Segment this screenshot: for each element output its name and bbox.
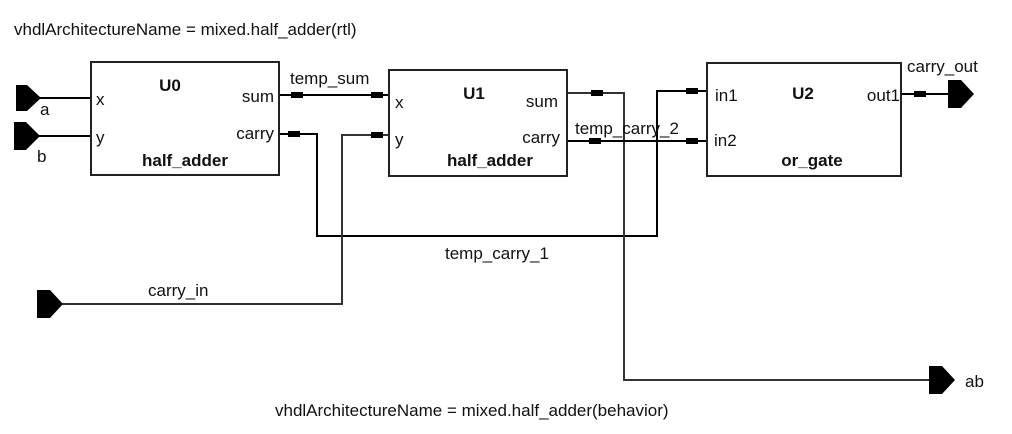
instance-u2-box[interactable] bbox=[706, 62, 902, 177]
pin-marker bbox=[686, 88, 698, 94]
architecture-label-top: vhdlArchitectureName = mixed.half_adder(… bbox=[14, 20, 357, 39]
instance-u0-pin-x: x bbox=[96, 90, 105, 109]
port-carry-out[interactable]: carry_out bbox=[907, 57, 978, 108]
signal-label-temp-carry-2: temp_carry_2 bbox=[575, 119, 679, 138]
instance-u2-type: or_gate bbox=[781, 151, 842, 170]
port-a[interactable]: a bbox=[16, 85, 50, 119]
wire-temp-carry-1[interactable] bbox=[279, 90, 707, 237]
instance-u0-pin-y: y bbox=[96, 128, 105, 147]
output-port-icon bbox=[948, 80, 974, 108]
instance-u0-type: half_adder bbox=[142, 151, 228, 170]
instance-u0-pin-sum: sum bbox=[242, 87, 274, 106]
pin-marker bbox=[914, 91, 926, 97]
signal-label-temp-sum: temp_sum bbox=[290, 69, 369, 88]
instance-u1-pin-x: x bbox=[395, 93, 404, 112]
pin-marker bbox=[686, 138, 698, 144]
instance-u1-pin-carry: carry bbox=[522, 128, 560, 147]
wire-carry-in[interactable] bbox=[60, 134, 389, 305]
instance-u1-pin-sum: sum bbox=[526, 92, 558, 111]
instance-u2-pin-out1: out1 bbox=[867, 86, 900, 105]
port-ab[interactable]: ab bbox=[929, 366, 984, 394]
signal-label-temp-carry-1: temp_carry_1 bbox=[445, 244, 549, 263]
pin-marker bbox=[291, 92, 303, 98]
architecture-label-bottom: vhdlArchitectureName = mixed.half_adder(… bbox=[275, 401, 669, 420]
instance-u0-pin-carry: carry bbox=[236, 124, 274, 143]
instance-u1[interactable]: U1 x y sum carry half_adder bbox=[388, 69, 568, 177]
port-b[interactable]: b bbox=[14, 122, 46, 166]
output-port-icon bbox=[929, 366, 955, 394]
instance-u2[interactable]: U2 in1 in2 out1 or_gate bbox=[706, 62, 902, 177]
input-port-icon bbox=[14, 122, 40, 150]
instance-u0[interactable]: U0 x y sum carry half_adder bbox=[90, 61, 280, 176]
instance-u1-box[interactable] bbox=[388, 69, 568, 177]
pin-marker bbox=[591, 90, 603, 96]
pin-marker bbox=[288, 131, 300, 137]
instance-u1-pin-y: y bbox=[395, 130, 404, 149]
port-b-label: b bbox=[37, 147, 46, 166]
instance-u0-id: U0 bbox=[159, 76, 181, 95]
port-carry-in-label: carry_in bbox=[148, 281, 208, 300]
pin-marker bbox=[589, 138, 601, 144]
instance-u2-pin-in2: in2 bbox=[714, 131, 737, 150]
connection-markers bbox=[288, 88, 926, 144]
instance-u0-box[interactable] bbox=[90, 61, 280, 176]
instance-u2-id: U2 bbox=[792, 84, 814, 103]
input-port-icon bbox=[37, 290, 63, 318]
port-carry-out-label: carry_out bbox=[907, 57, 978, 76]
instance-u1-type: half_adder bbox=[447, 151, 533, 170]
input-port-icon bbox=[16, 85, 41, 111]
pin-marker bbox=[371, 132, 383, 138]
pin-marker bbox=[371, 92, 383, 98]
instance-u2-pin-in1: in1 bbox=[715, 86, 738, 105]
port-ab-label: ab bbox=[965, 372, 984, 391]
port-a-label: a bbox=[40, 100, 50, 119]
instance-u1-id: U1 bbox=[463, 84, 485, 103]
port-carry-in[interactable]: carry_in bbox=[37, 281, 208, 318]
